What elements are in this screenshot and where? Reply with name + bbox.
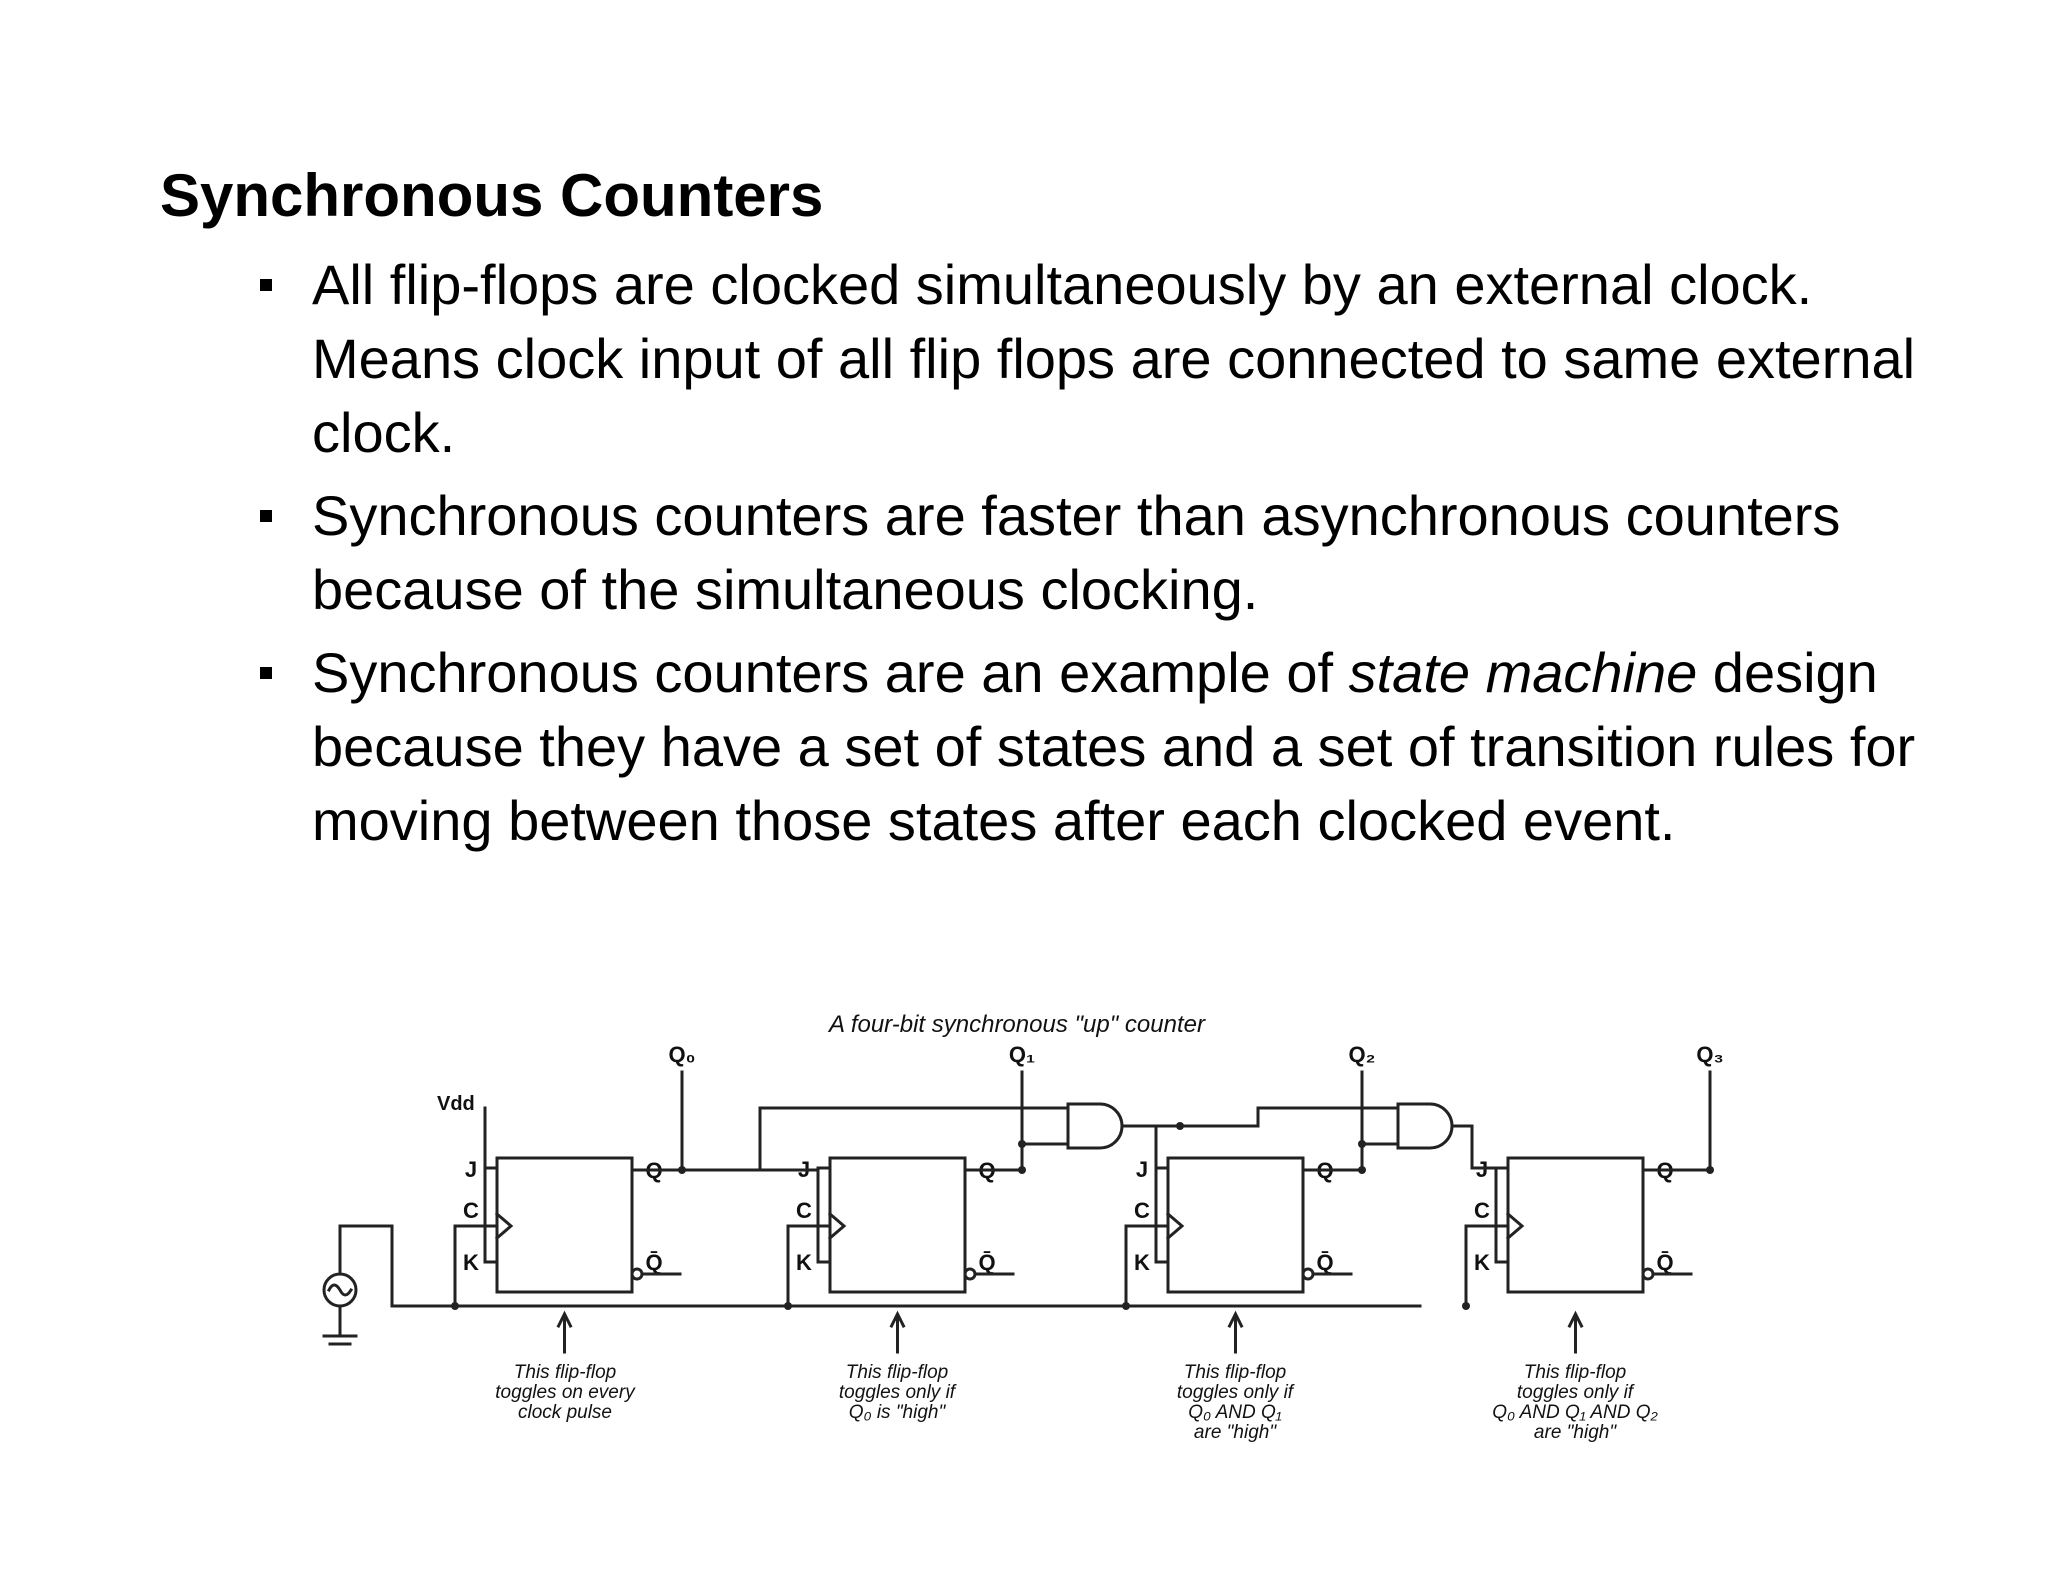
pin-label-k: K — [1134, 1250, 1150, 1275]
bullet-emphasis: state machine — [1348, 641, 1698, 704]
clock-edge-symbol — [494, 1211, 514, 1241]
bullet-text: Synchronous counters are faster than asy… — [312, 484, 1841, 621]
clock-edge-symbol — [1505, 1211, 1525, 1241]
annotation-arrowhead — [889, 1310, 906, 1329]
pin-label-qbar: Q̄ — [978, 1250, 995, 1275]
junction-dot — [1462, 1302, 1470, 1310]
bullet-item: All flip-flops are clocked simultaneousl… — [250, 248, 1950, 470]
pin-label-c: C — [796, 1198, 812, 1223]
junction-dot — [1358, 1140, 1366, 1148]
clock-wire — [1464, 1224, 1510, 1308]
vdd-label: Vdd — [437, 1093, 475, 1115]
junction-dot — [1358, 1166, 1366, 1174]
junction-dot — [1018, 1166, 1026, 1174]
pin-label-qbar: Q̄ — [1656, 1250, 1673, 1275]
flip-flop-note-2: toggles only if — [1177, 1382, 1295, 1403]
flip-flop-note-3: This flip-flop — [1524, 1362, 1626, 1383]
annotation-arrowhead — [1227, 1310, 1244, 1329]
junction-dot — [1706, 1166, 1714, 1174]
flip-flop-note-1: This flip-flop — [846, 1362, 948, 1383]
flip-flop-2 — [1166, 1156, 1305, 1294]
pin-label-k: K — [463, 1250, 479, 1275]
flip-flop-note-1: toggles only if — [839, 1382, 957, 1403]
bullet-square-icon — [260, 667, 272, 679]
flip-flop-note-3: are "high" — [1534, 1422, 1617, 1443]
bullet-text: All flip-flops are clocked simultaneousl… — [312, 253, 1916, 464]
flip-flop-note-2: are "high" — [1194, 1422, 1277, 1443]
clock-source-wire — [338, 1224, 394, 1308]
clock-wire — [453, 1224, 499, 1308]
flip-flop-note-3: toggles only if — [1517, 1382, 1635, 1403]
jk-tie-wire — [816, 1166, 832, 1264]
bullet-square-icon — [260, 510, 272, 522]
and-gate-2 — [1396, 1102, 1454, 1150]
bullet-item: Synchronous counters are faster than asy… — [250, 479, 1950, 627]
output-label-q0: Q₀ — [668, 1042, 695, 1067]
junction-dot — [1018, 1140, 1026, 1148]
output-label-q1: Q₁ — [1009, 1042, 1035, 1067]
jk-tie-wire — [1494, 1166, 1510, 1264]
clock-edge-symbol — [827, 1211, 847, 1241]
slide-title: Synchronous Counters — [160, 162, 824, 229]
q0-feed-wire — [758, 1106, 1062, 1172]
q-output-wire — [1641, 1070, 1712, 1172]
diagram-caption: A four-bit synchronous "up" counter — [827, 1011, 1206, 1038]
bullet-square-icon — [260, 279, 272, 291]
flip-flop-note-3: Q₀ AND Q₁ AND Q₂ — [1492, 1402, 1658, 1423]
flip-flop-note-0: toggles on every — [495, 1382, 636, 1403]
bullet-item: Synchronous counters are an example of s… — [250, 636, 1950, 858]
and-gate-1 — [1066, 1102, 1124, 1150]
clock-wire — [1124, 1224, 1170, 1308]
q-output-wire — [630, 1070, 684, 1172]
flip-flop-note-2: Q₀ AND Q₁ — [1188, 1402, 1282, 1423]
and2-output-wire — [1450, 1124, 1498, 1170]
pin-label-j: J — [465, 1157, 477, 1182]
q-output-wire — [1301, 1070, 1364, 1172]
junction-dot — [1176, 1122, 1184, 1130]
bullet-list: All flip-flops are clocked simultaneousl… — [250, 248, 1950, 867]
and1-output-wire — [1120, 1124, 1180, 1170]
pin-label-c: C — [1134, 1198, 1150, 1223]
bullet-text-before: Synchronous counters are an example of — [312, 641, 1349, 704]
flip-flop-1 — [828, 1156, 967, 1294]
annotation-arrowhead — [556, 1310, 573, 1329]
clock-wire — [786, 1224, 832, 1308]
flip-flop-note-2: This flip-flop — [1184, 1362, 1286, 1383]
pin-label-k: K — [1474, 1250, 1490, 1275]
pin-label-c: C — [463, 1198, 479, 1223]
pin-label-qbar: Q̄ — [1316, 1250, 1333, 1275]
output-label-q3: Q₃ — [1696, 1042, 1723, 1067]
bullet-text-after: design because they have a set of states… — [312, 641, 1916, 852]
flip-flop-3 — [1506, 1156, 1645, 1294]
pin-label-k: K — [796, 1250, 812, 1275]
pin-label-c: C — [1474, 1198, 1490, 1223]
output-label-q2: Q₂ — [1349, 1042, 1376, 1067]
flip-flop-note-0: This flip-flop — [514, 1362, 616, 1383]
jk-tie-wire — [1154, 1166, 1170, 1264]
flip-flop-0 — [495, 1156, 634, 1294]
pin-label-qbar: Q̄ — [645, 1250, 662, 1275]
q-output-wire — [963, 1070, 1024, 1172]
annotation-arrowhead — [1567, 1310, 1584, 1329]
flip-flop-note-1: Q₀ is "high" — [849, 1402, 947, 1423]
ac-sine-symbol — [326, 1283, 354, 1297]
flip-flop-note-0: clock pulse — [518, 1402, 612, 1423]
clock-edge-symbol — [1165, 1211, 1185, 1241]
jk-tie-wire — [483, 1166, 499, 1264]
pin-label-j: J — [1136, 1157, 1148, 1182]
and1-to-and2-wire — [1178, 1106, 1400, 1128]
